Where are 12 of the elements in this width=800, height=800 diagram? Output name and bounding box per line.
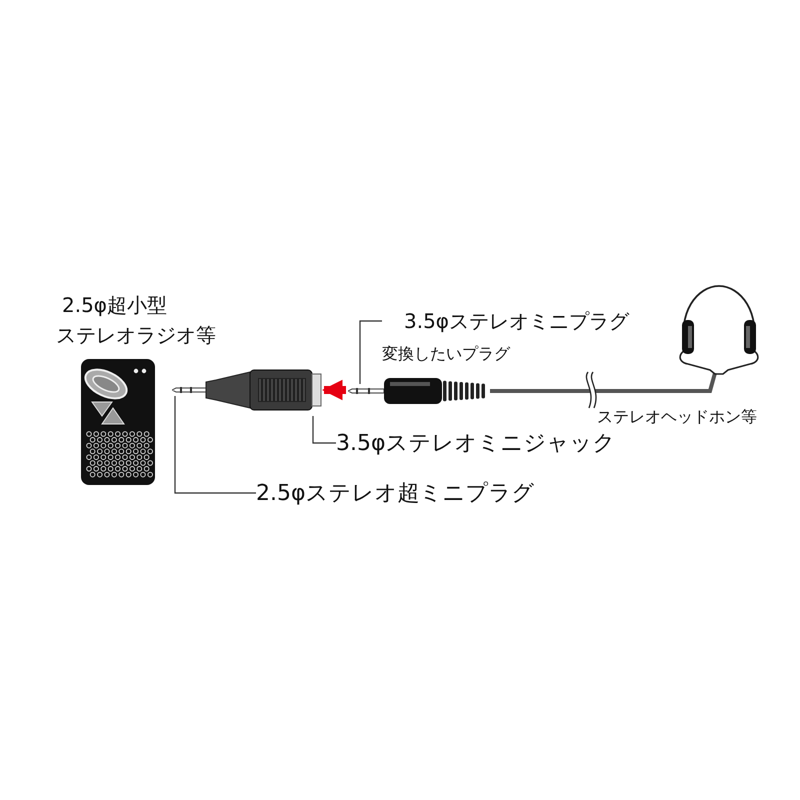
leader-line xyxy=(312,416,336,444)
cable xyxy=(490,372,717,393)
leader-line xyxy=(174,396,256,494)
device-caption: ステレオヘッドホン等 xyxy=(597,407,757,428)
part-label: 3.5φステレオミニジャック xyxy=(336,430,616,458)
arrow xyxy=(322,380,346,400)
leader-line xyxy=(359,320,382,384)
device-caption: 2.5φ超小型 xyxy=(62,292,167,319)
part-label: 3.5φステレオミニプラグ xyxy=(404,308,629,335)
device-caption: ステレオラジオ等 xyxy=(56,322,216,349)
part-sublabel: 変換したいプラグ xyxy=(382,344,510,365)
part-label: 2.5φステレオ超ミニプラグ xyxy=(256,480,534,508)
